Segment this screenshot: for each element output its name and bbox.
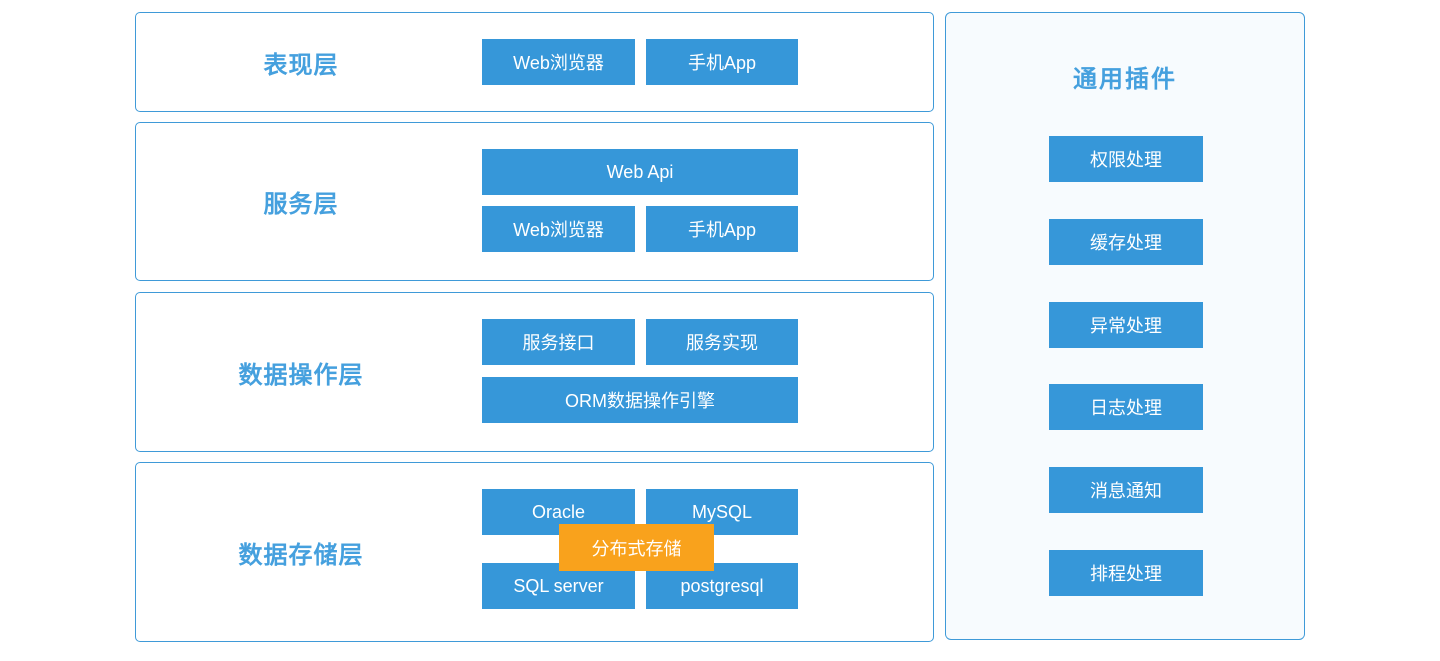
plugins-panel: 通用插件 权限处理 缓存处理 异常处理 日志处理 消息通知 排程处理: [945, 12, 1305, 640]
mobile-app-node: 手机App: [646, 206, 798, 252]
web-browser-node: Web浏览器: [482, 39, 635, 85]
oracle-node: Oracle: [482, 489, 635, 535]
plugin-permission-node: 权限处理: [1049, 136, 1203, 182]
layer-presentation: 表现层 Web浏览器 手机App: [135, 12, 934, 112]
distributed-storage-node: 分布式存储: [559, 524, 714, 571]
layer-data-storage: 数据存储层 Oracle MySQL SQL server postgresql…: [135, 462, 934, 642]
layer-service: 服务层 Web Api Web浏览器 手机App: [135, 122, 934, 281]
layer-service-title: 服务层: [263, 191, 339, 218]
mobile-app-node: 手机App: [646, 39, 798, 85]
service-implementation-node: 服务实现: [646, 319, 798, 365]
layer-data-storage-title: 数据存储层: [238, 541, 364, 569]
plugins-panel-title: 通用插件: [1073, 66, 1177, 93]
plugin-scheduling-node: 排程处理: [1049, 550, 1203, 596]
orm-engine-node: ORM数据操作引擎: [482, 377, 798, 423]
service-interface-node: 服务接口: [482, 319, 635, 365]
plugin-cache-node: 缓存处理: [1049, 219, 1203, 265]
layer-data-operation-title: 数据操作层: [238, 361, 364, 389]
layer-data-operation: 数据操作层 服务接口 服务实现 ORM数据操作引擎: [135, 292, 934, 452]
sql-server-node: SQL server: [482, 563, 635, 609]
layer-presentation-title: 表现层: [263, 51, 339, 79]
plugin-notification-node: 消息通知: [1049, 467, 1203, 513]
plugin-logging-node: 日志处理: [1049, 384, 1203, 430]
plugin-exception-node: 异常处理: [1049, 302, 1203, 348]
web-browser-node: Web浏览器: [482, 206, 635, 252]
web-api-node: Web Api: [482, 149, 798, 195]
postgresql-node: postgresql: [646, 563, 798, 609]
